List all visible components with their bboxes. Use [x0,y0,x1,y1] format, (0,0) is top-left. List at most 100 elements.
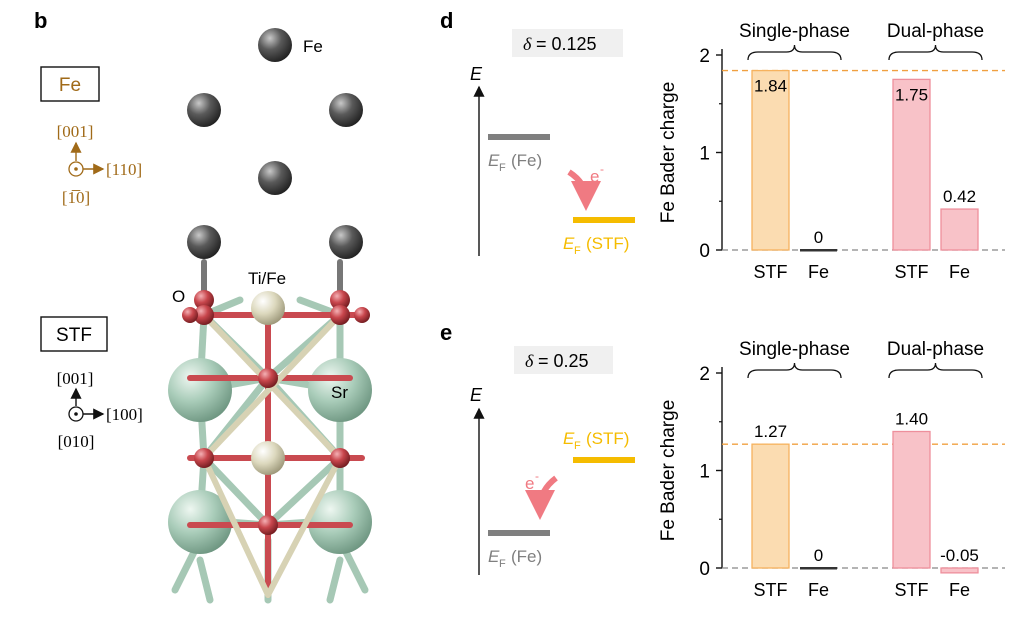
panel-e: e δ = 0.25 E E F (STF) E F (Fe) e - [440,320,635,575]
bar [940,567,979,574]
x-tick-label: Fe [949,262,970,282]
x-tick-label: Fe [808,580,829,600]
fe-atoms [187,28,363,259]
data-label: 1.75 [895,85,928,104]
x-tick-label: STF [895,262,929,282]
electron-transfer-arrow [525,475,558,520]
panel-d: d δ = 0.125 E E F (Fe) E F (STF) e - [440,8,635,257]
sr-atom [168,358,232,422]
bar [940,208,979,251]
stf-axis-up-label: [001] [57,369,94,388]
svg-text:E: E [563,429,575,448]
data-label: 0 [814,546,823,565]
stf-orientation-axes: [001] [100] [010] [57,369,143,451]
svg-text:E: E [563,234,575,253]
stf-box [40,316,108,352]
electron-label: e - [590,162,604,186]
fe-box-label: Fe [59,75,81,96]
fe-fermi-label: E F (Fe) [488,151,542,174]
y-tick-label: 1 [699,144,710,165]
fe-fermi-label: E F (Fe) [488,547,542,570]
svg-text:-: - [535,469,539,483]
fe-orientation-axes: [001] [110] [1̅0] [57,122,143,207]
data-label: 0.42 [943,187,976,206]
panel-d-label: d [440,8,453,33]
svg-text:(STF): (STF) [586,234,629,253]
svg-text:(Fe): (Fe) [511,151,542,170]
o-label: O [172,287,185,306]
x-tick-label: Fe [808,262,829,282]
delta-symbol: δ [525,351,534,371]
svg-text:F: F [574,245,581,257]
data-label: 1.84 [754,77,787,96]
svg-text:F: F [574,440,581,452]
energy-axis-label: E [470,385,483,405]
fe-axis-out-dot [74,167,78,171]
group-label: Dual-phase [887,339,984,360]
bar [800,249,837,252]
fe-box [40,66,100,102]
x-tick-label: STF [754,262,788,282]
y-axis-label: Fe Bader charge [658,400,679,542]
bar [751,69,790,251]
stf-fermi-label: E F (STF) [563,429,629,452]
data-label: -0.05 [940,546,979,565]
data-label: 1.27 [754,422,787,441]
bar [892,430,931,569]
panel-b-label: b [34,8,47,33]
x-tick-label: STF [895,580,929,600]
group-brace [747,362,842,379]
x-tick-label: Fe [949,580,970,600]
o-atoms [182,290,370,535]
fe-fermi-level [488,134,550,140]
fe-axis-right-label: [110] [106,160,142,179]
stf-fermi-label: E F (STF) [563,234,629,257]
bar [892,78,931,251]
delta-symbol: δ [523,34,532,54]
energy-axis-label: E [470,64,483,84]
y-tick-label: 0 [699,559,710,580]
stf-fermi-level [573,457,635,463]
stf-axis-out-dot [74,412,78,416]
fe-axis-up-label: [001] [57,122,94,141]
stf-box-label: STF [56,325,92,346]
delta-box [514,346,613,374]
svg-text:(Fe): (Fe) [511,547,542,566]
crystal-structure: Fe Ti/Fe O Sr [168,28,372,604]
svg-text:F: F [499,558,506,570]
group-brace [888,44,983,61]
delta-value: = 0.25 [538,351,589,371]
ti-fe-atom [251,441,285,475]
panel-e-label: e [440,320,452,345]
fe-fermi-level [488,530,550,536]
bar [800,567,837,570]
svg-text:E: E [488,547,500,566]
electron-label: e - [525,469,539,493]
sr-label: Sr [331,383,348,402]
group-brace [747,44,842,61]
delta-value: = 0.125 [536,34,597,54]
stf-axis-out-label: [010] [58,432,95,451]
group-label: Dual-phase [887,21,984,42]
electron-transfer-arrow [567,169,601,211]
ti-fe-atom [251,291,285,325]
group-label: Single-phase [739,21,850,42]
svg-text:-: - [600,162,604,176]
svg-text:(STF): (STF) [586,429,629,448]
y-tick-label: 0 [699,241,710,262]
svg-text:e: e [525,474,534,493]
ti-fe-label: Ti/Fe [248,269,286,288]
y-axis-label: Fe Bader charge [658,82,679,224]
data-label: 0 [814,228,823,247]
y-tick-label: 1 [699,462,710,483]
fe-axis-out-label: [1̅0] [62,188,90,207]
stf-fermi-level [573,217,635,223]
x-tick-label: STF [754,580,788,600]
data-label: 1.40 [895,410,928,429]
panel-b: b Fe [001] [110] [1̅0] STF [001] [100] [… [34,8,372,604]
group-label: Single-phase [739,339,850,360]
